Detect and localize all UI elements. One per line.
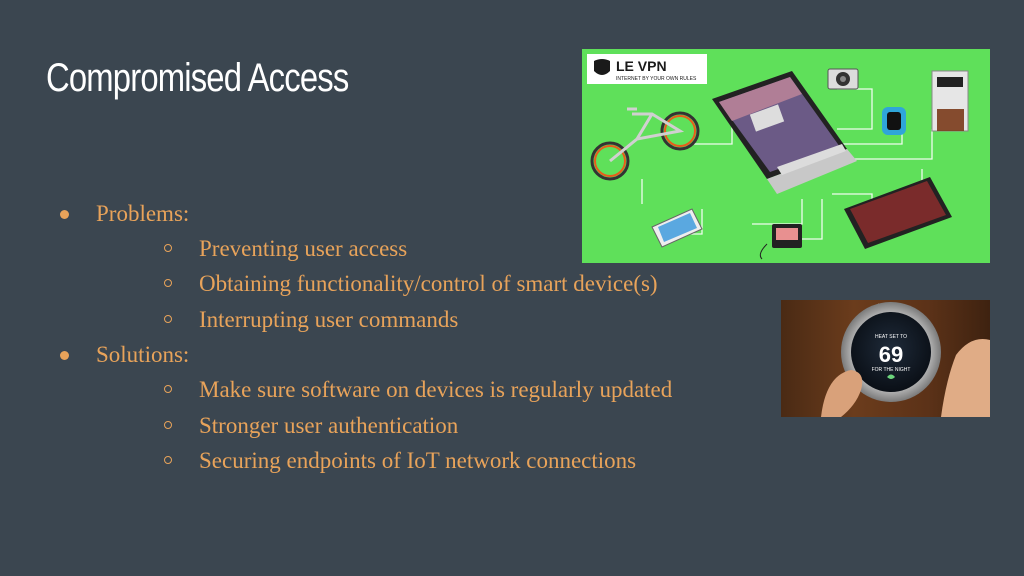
hollow-bullet-icon — [164, 455, 172, 464]
phone-icon — [651, 208, 703, 248]
bullet-list: Problems: Preventing user access Obtaini… — [56, 196, 672, 478]
bullet-label: Solutions: — [96, 342, 190, 368]
sub-bullet-text: Interrupting user commands — [199, 306, 459, 332]
vpn-tagline: INTERNET BY YOUR OWN RULES — [616, 76, 697, 82]
sub-bullet: Securing endpoints of IoT network connec… — [56, 443, 672, 478]
thermostat-face — [851, 312, 931, 392]
bicycle-icon — [590, 107, 700, 181]
vpn-brand: LE VPN — [616, 58, 667, 74]
vpn-logo: LE VPN INTERNET BY YOUR OWN RULES — [587, 54, 707, 84]
sub-bullet-text: Obtaining functionality/control of smart… — [199, 271, 658, 297]
thermostat-photo: nest HEAT SET TO 69 FOR THE NIGHT — [781, 300, 990, 417]
bullet-dot-icon — [60, 351, 69, 361]
music-player-icon — [759, 224, 802, 260]
leaf-icon — [887, 374, 895, 379]
bullet-problems: Problems: — [56, 196, 672, 231]
sub-bullet-text: Stronger user authentication — [199, 412, 459, 438]
heat-set-label: HEAT SET TO — [875, 334, 907, 340]
camera-icon — [827, 68, 859, 90]
hollow-bullet-icon — [164, 244, 172, 252]
sub-bullet: Obtaining functionality/control of smart… — [56, 266, 672, 301]
sub-bullet-text: Make sure software on devices is regular… — [199, 377, 673, 403]
bullet-solutions: Solutions: — [56, 337, 672, 372]
sub-bullet: Interrupting user commands — [56, 302, 672, 337]
sub-bullet: Stronger user authentication — [56, 408, 672, 443]
thermostat-footer: FOR THE NIGHT — [872, 367, 911, 373]
hollow-bullet-icon — [164, 385, 172, 394]
hand-right — [941, 339, 990, 417]
bullet-label: Problems: — [96, 201, 190, 226]
tablet-icon — [844, 177, 952, 249]
vpn-illustration-image: LE VPN INTERNET BY YOUR OWN RULES — [582, 49, 990, 263]
hollow-bullet-icon — [164, 279, 172, 288]
smartwatch-icon — [882, 107, 906, 135]
sub-bullet-text: Securing endpoints of IoT network connec… — [199, 447, 637, 473]
hand-left — [821, 370, 863, 417]
sub-bullet: Preventing user access — [56, 231, 672, 266]
hollow-bullet-icon — [164, 314, 172, 323]
bullet-dot-icon — [60, 210, 69, 219]
laptop-icon — [712, 71, 857, 194]
sub-bullet-text: Preventing user access — [199, 236, 408, 261]
hollow-bullet-icon — [164, 420, 172, 429]
slide-title: Compromised Access — [46, 56, 349, 100]
temperature-value: 69 — [879, 342, 903, 367]
coffee-maker-icon — [931, 70, 969, 132]
sub-bullet: Make sure software on devices is regular… — [56, 372, 672, 407]
